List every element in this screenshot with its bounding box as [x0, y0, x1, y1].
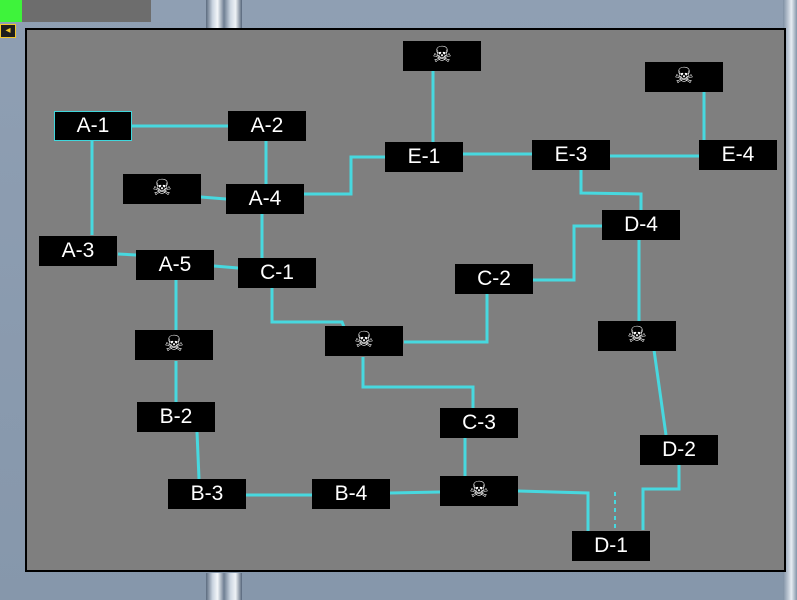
link-c1-skullc [270, 287, 346, 328]
link-c2-d4 [533, 224, 602, 282]
skull-icon: ☠ [164, 332, 184, 357]
map-links [90, 71, 706, 531]
skull-icon: ☠ [432, 43, 452, 68]
back-arrow-icon[interactable]: ◂ [0, 24, 16, 38]
link-skull-a4 [200, 195, 227, 201]
node-b-4[interactable]: B-4 [312, 479, 390, 509]
node-skull-top[interactable]: ☠ [403, 41, 481, 71]
hp-bar-fill [0, 0, 22, 22]
link-skullc-c3 [361, 357, 475, 408]
dungeon-map: A-1 A-2 A-3 A-4 A-5 B-2 B-3 B-4 C-1 C-2 … [25, 28, 786, 572]
skull-icon: ☠ [152, 176, 172, 201]
node-a-1[interactable]: A-1 [54, 111, 132, 141]
node-skull-a5[interactable]: ☠ [135, 330, 213, 360]
metal-pipe-top [206, 0, 242, 28]
link-b2-b3 [195, 431, 201, 480]
node-e-3[interactable]: E-3 [532, 140, 610, 170]
node-skull-d4[interactable]: ☠ [598, 321, 676, 351]
node-a-2[interactable]: A-2 [228, 111, 306, 141]
node-b-3[interactable]: B-3 [168, 479, 246, 509]
node-skull-left[interactable]: ☠ [123, 174, 201, 204]
skull-icon: ☠ [674, 64, 694, 89]
node-c-1[interactable]: C-1 [238, 258, 316, 288]
node-d-4[interactable]: D-4 [602, 210, 680, 240]
node-a-4[interactable]: A-4 [226, 184, 304, 214]
link-skullc-c2 [404, 293, 489, 344]
node-skull-center[interactable]: ☠ [325, 326, 403, 356]
link-b4-skull [389, 490, 441, 495]
metal-pipe-bottom [206, 573, 242, 600]
node-e-4[interactable]: E-4 [699, 140, 777, 170]
link-d2-d1 [641, 465, 681, 530]
link-skull-d1 [517, 489, 590, 531]
node-d-2[interactable]: D-2 [640, 435, 718, 465]
node-a-3[interactable]: A-3 [39, 236, 117, 266]
node-e-1[interactable]: E-1 [385, 142, 463, 172]
node-skull-bottom[interactable]: ☠ [440, 476, 518, 506]
node-c-3[interactable]: C-3 [440, 408, 518, 438]
node-a-5[interactable]: A-5 [136, 250, 214, 280]
link-a3-a5 [117, 252, 137, 257]
link-e3-d4 [579, 170, 643, 211]
skull-icon: ☠ [354, 328, 374, 353]
link-skull-d2 [652, 349, 668, 436]
hp-bar-empty [22, 0, 151, 22]
node-skull-top-right[interactable]: ☠ [645, 62, 723, 92]
node-d-1[interactable]: D-1 [572, 531, 650, 561]
skull-icon: ☠ [469, 478, 489, 503]
link-a4-e1 [304, 155, 385, 196]
node-c-2[interactable]: C-2 [455, 264, 533, 294]
link-a5-c1 [213, 264, 239, 270]
metal-pipe-right [783, 0, 797, 600]
skull-icon: ☠ [627, 323, 647, 348]
node-b-2[interactable]: B-2 [137, 402, 215, 432]
